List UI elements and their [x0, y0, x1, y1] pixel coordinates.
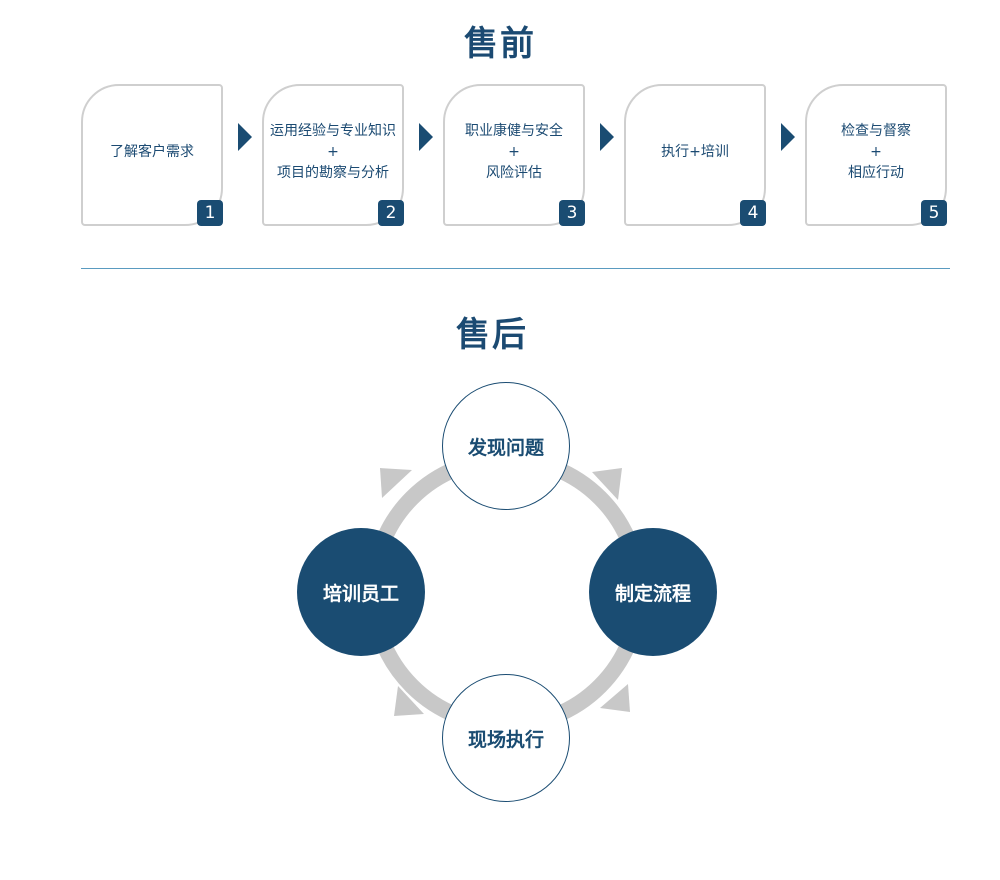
step-3-line-3: 风险评估: [486, 164, 542, 181]
step-text-5: 检查与督察 + 相应行动: [807, 86, 945, 224]
step-5-line-2: +: [870, 143, 882, 160]
step-arrow-1-icon: [238, 123, 252, 151]
step-2-line-3: 项目的勘察与分析: [277, 164, 389, 181]
step-arrow-2-icon: [419, 123, 433, 151]
step-number-badge-2: 2: [378, 200, 404, 226]
step-box-1: 了解客户需求 1: [81, 84, 223, 226]
step-box-5: 检查与督察 + 相应行动 5: [805, 84, 947, 226]
step-text-4: 执行+培训: [626, 86, 764, 224]
step-arrow-4-icon: [781, 123, 795, 151]
step-text-1: 了解客户需求: [83, 86, 221, 224]
step-1-line-1: 了解客户需求: [110, 143, 194, 160]
step-2-line-1: 运用经验与专业知识: [270, 122, 396, 139]
cycle-node-bottom: 现场执行: [442, 674, 570, 802]
step-box-4: 执行+培训 4: [624, 84, 766, 226]
cycle-node-right: 制定流程: [589, 528, 717, 656]
step-number-badge-1: 1: [197, 200, 223, 226]
step-number-badge-4: 4: [740, 200, 766, 226]
cycle-node-left: 培训员工: [297, 528, 425, 656]
step-3-line-2: +: [508, 143, 520, 160]
step-box-2: 运用经验与专业知识 + 项目的勘察与分析 2: [262, 84, 404, 226]
cycle-arrow-top-left-icon: [380, 468, 412, 498]
step-3-line-1: 职业康健与安全: [465, 122, 563, 139]
step-text-2: 运用经验与专业知识 + 项目的勘察与分析: [264, 86, 402, 224]
step-text-3: 职业康健与安全 + 风险评估: [445, 86, 583, 224]
step-5-line-3: 相应行动: [848, 164, 904, 181]
cycle-arrow-bottom-left-icon: [394, 686, 424, 716]
step-5-line-1: 检查与督察: [841, 122, 911, 139]
pre-sale-title: 售前: [464, 24, 536, 64]
step-box-3: 职业康健与安全 + 风险评估 3: [443, 84, 585, 226]
step-number-badge-3: 3: [559, 200, 585, 226]
cycle-node-top: 发现问题: [442, 382, 570, 510]
after-sale-title: 售后: [456, 315, 528, 355]
step-number-badge-5: 5: [921, 200, 947, 226]
step-arrow-3-icon: [600, 123, 614, 151]
cycle-arrow-top-right-icon: [592, 468, 622, 500]
section-divider: [81, 268, 950, 269]
step-2-line-2: +: [327, 143, 339, 160]
cycle-arrow-bottom-right-icon: [600, 684, 630, 712]
step-4-line-1: 执行+培训: [661, 143, 729, 160]
